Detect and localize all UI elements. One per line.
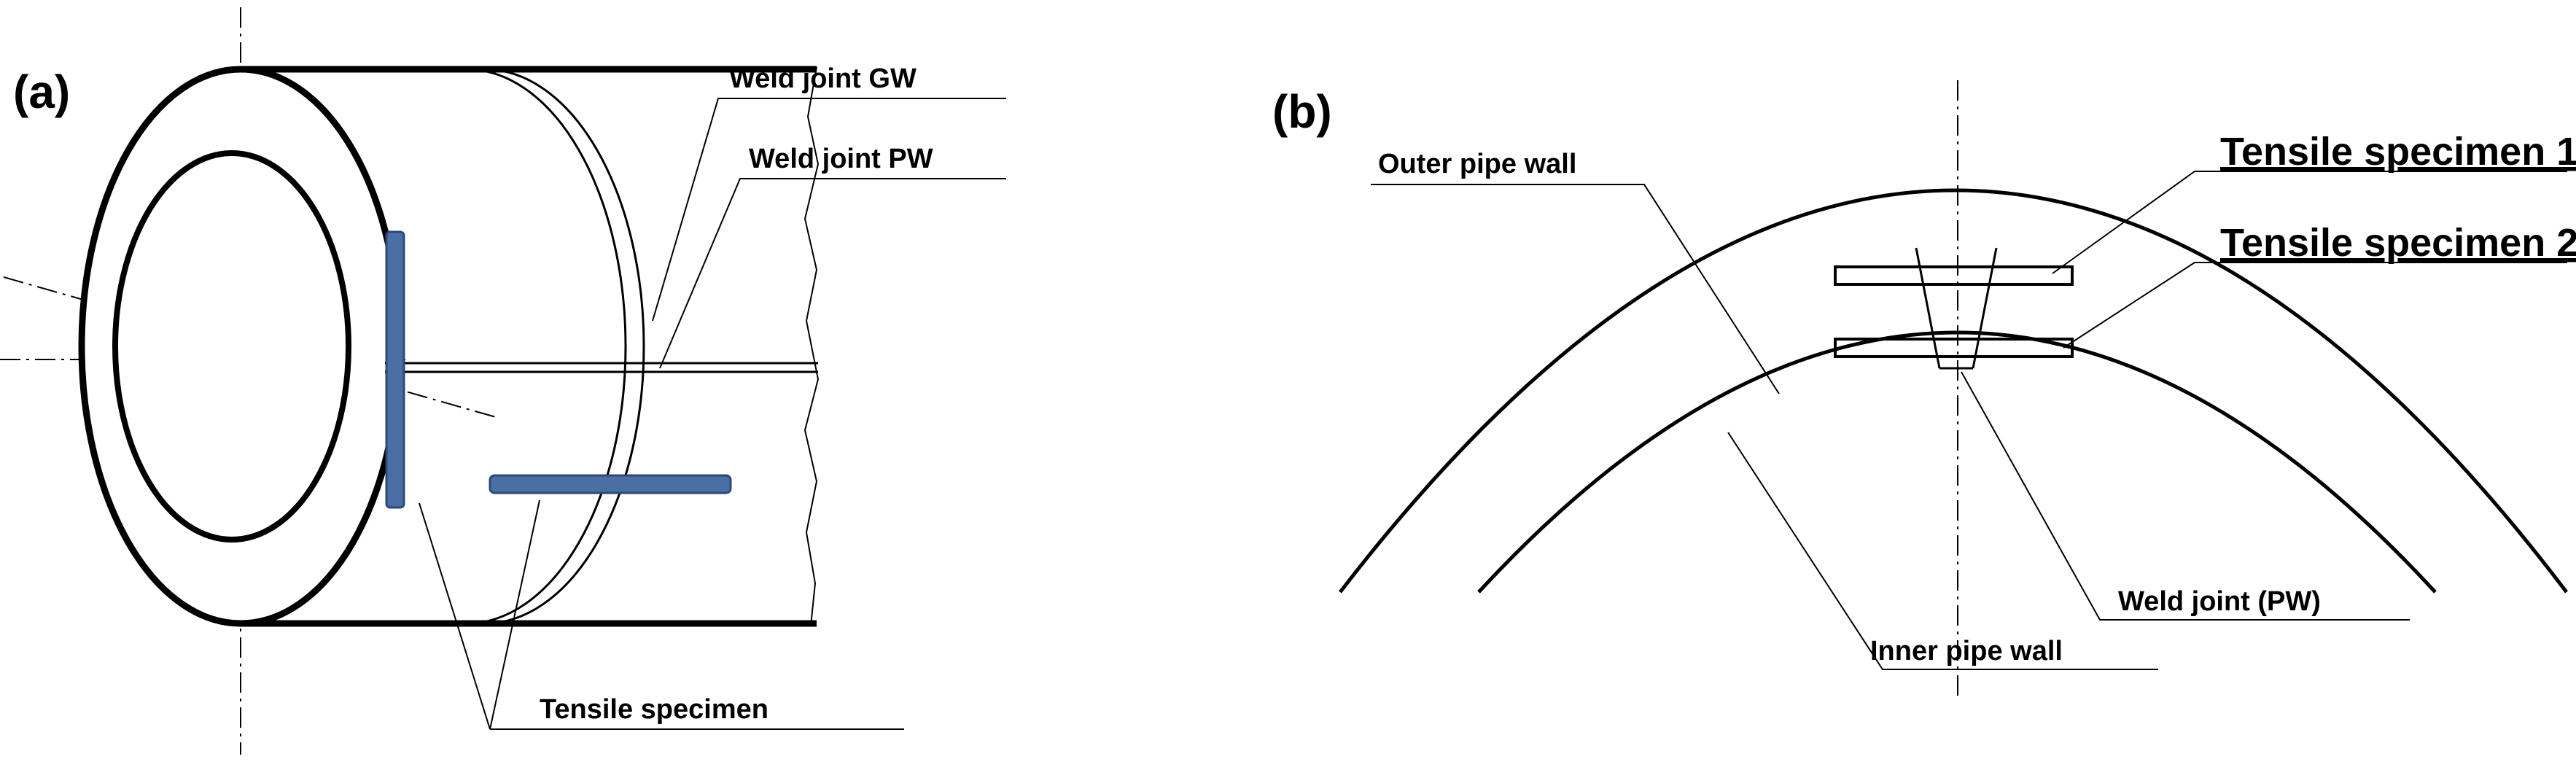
pipe-break-line — [803, 66, 820, 626]
panel-b: (b) Outer pipe wall Inner pipe — [1272, 80, 2576, 700]
leaders-b — [1371, 171, 2567, 670]
leader-specimen-2 — [2063, 262, 2567, 349]
pipe-inner-end — [112, 150, 351, 543]
leader-specimen-vertical — [419, 502, 491, 730]
girth-weld-line-1 — [466, 68, 627, 625]
tensile-specimen-1-rect — [1834, 265, 2074, 286]
label-weld-joint-pw: Weld joint (PW) — [2118, 586, 2321, 617]
leader-weld-gw — [652, 98, 1006, 322]
panel-b-label: (b) — [1272, 85, 1332, 138]
leader-weld-pw-b — [1961, 371, 2410, 621]
panel-a-label: (a) — [13, 66, 70, 118]
label-tensile-specimen-2: Tensile specimen 2 — [2220, 221, 2576, 265]
label-tensile-specimen-1: Tensile specimen 1 — [2220, 130, 2576, 174]
inner-pipe-wall-arc — [1477, 330, 2437, 594]
specimens-a — [385, 230, 732, 509]
tensile-specimen-horizontal — [489, 474, 732, 494]
leader-inner-wall — [1727, 432, 2158, 670]
leader-specimen-1 — [2052, 171, 2567, 274]
pipe-body — [78, 66, 820, 627]
leader-outer-wall — [1371, 184, 1780, 394]
label-tensile-specimen: Tensile specimen — [540, 694, 768, 725]
label-weld-gw: Weld joint GW — [729, 63, 917, 94]
specimens-b — [1834, 265, 2074, 358]
leader-specimen-horizontal — [489, 499, 540, 730]
leaders-a — [419, 98, 1006, 730]
label-outer-pipe-wall: Outer pipe wall — [1378, 149, 1576, 179]
tensile-specimen-vertical — [385, 230, 405, 509]
outer-pipe-wall-arc — [1339, 188, 2568, 594]
leader-weld-pw — [659, 178, 1006, 369]
panel-a: (a) — [0, 7, 1006, 755]
label-weld-pw: Weld joint PW — [749, 144, 933, 174]
pipe-walls — [1339, 188, 2568, 594]
label-inner-pipe-wall: Inner pipe wall — [1870, 636, 2063, 666]
girth-weld-line-2 — [484, 68, 645, 625]
tensile-specimen-2-rect — [1834, 338, 2074, 358]
